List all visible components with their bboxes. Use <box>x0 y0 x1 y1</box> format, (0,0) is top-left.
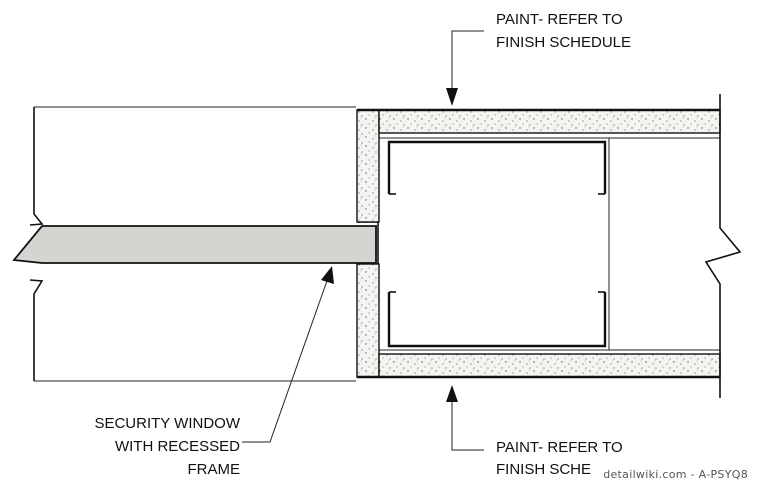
top-note-line-2: FINISH SCHEDULE <box>496 34 631 51</box>
bottom-note-line-1: PAINT- REFER TO <box>496 439 623 456</box>
metal-stud <box>387 140 607 348</box>
left-note-line-1: SECURITY WINDOW <box>94 415 240 432</box>
left-note-line-2: WITH RECESSED <box>115 438 240 455</box>
top-note-line-1: PAINT- REFER TO <box>496 11 623 28</box>
left-leader <box>242 266 334 443</box>
gypsum-board-left-lower <box>356 263 380 378</box>
left-note-line-3: FRAME <box>188 461 241 478</box>
left-wall <box>29 106 356 382</box>
right-wall-break <box>704 94 742 398</box>
gypsum-board-left <box>356 109 380 223</box>
gypsum-board-bottom <box>378 353 721 378</box>
top-leader <box>446 30 484 106</box>
watermark: detailwiki.com - A-PSYQ8 <box>603 468 748 481</box>
bottom-note-line-2: FINISH SCHE <box>496 461 591 478</box>
security-window-glass <box>12 225 377 264</box>
bottom-leader <box>446 385 484 451</box>
gypsum-board-top <box>378 109 721 134</box>
